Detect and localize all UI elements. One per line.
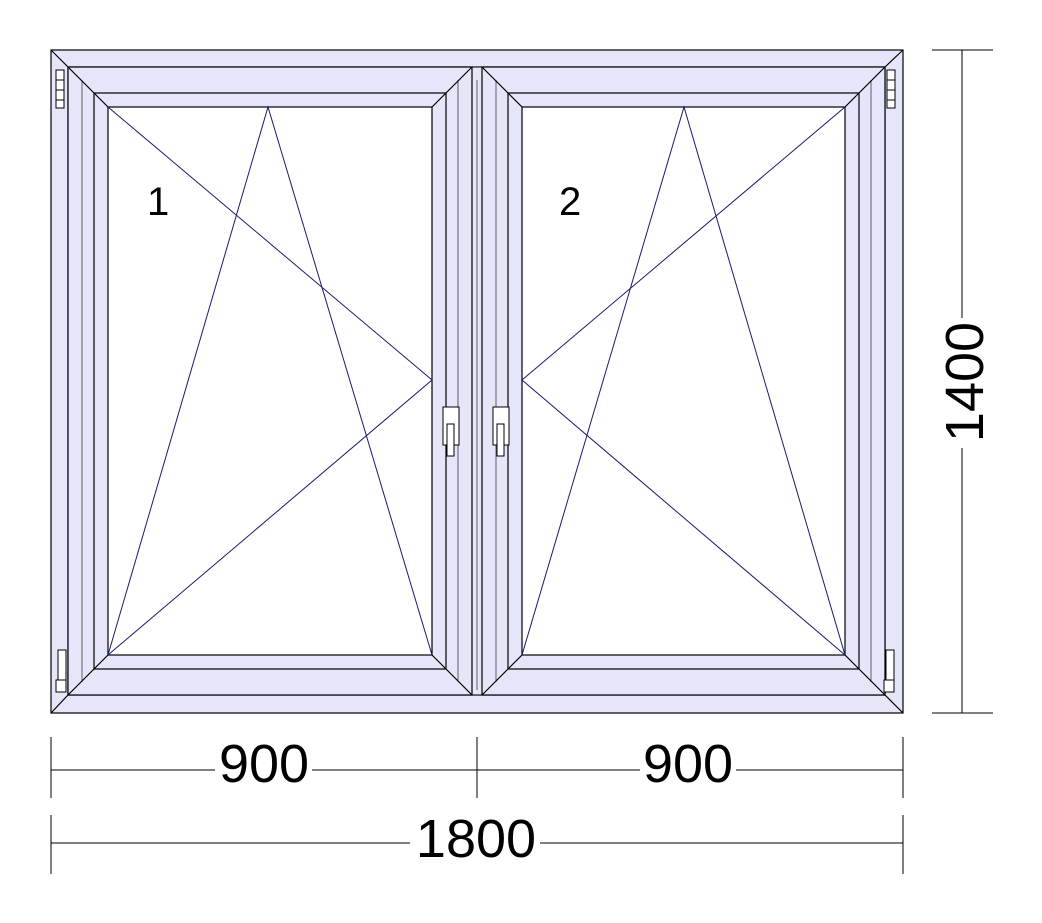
dimension-width-total: 1800 [416,809,536,869]
dimension-width-right: 900 [643,734,733,794]
height-dimension-lines [932,49,993,714]
width-dimension-lines [50,737,904,874]
sash-1 [67,66,473,696]
sash-number-1: 1 [147,180,169,224]
sash-2-opening-symbol [521,105,846,656]
dimension-height-total: 1400 [935,322,995,442]
sash-2 [481,66,886,696]
hinge-icon [883,69,896,693]
handle-icon [442,406,460,457]
sash-1-opening-symbol [107,105,433,656]
hinge-icon [55,69,67,693]
handle-icon [492,406,510,457]
dimension-width-left: 900 [219,734,309,794]
sash-number-2: 2 [559,180,581,224]
